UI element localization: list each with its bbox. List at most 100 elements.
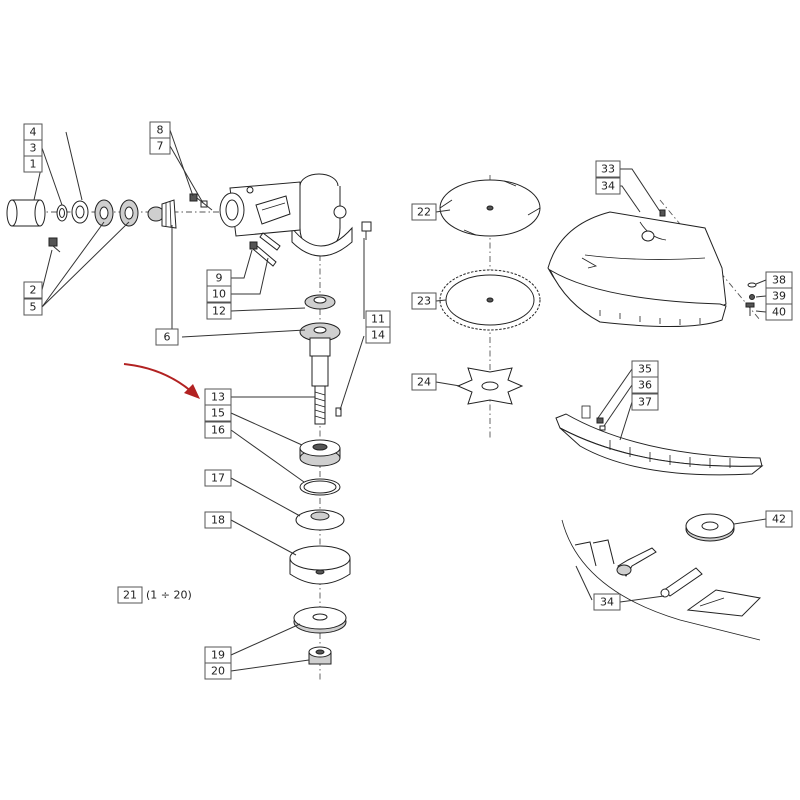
- callout-10: 10: [206, 285, 232, 303]
- callout-14: 14: [365, 326, 391, 344]
- svg-text:10: 10: [212, 288, 226, 301]
- callout-24: 24: [411, 373, 437, 391]
- part-16-circlip: [299, 478, 341, 496]
- parts-38-40-fasteners: [745, 282, 757, 316]
- svg-text:9: 9: [216, 272, 223, 285]
- pointer-arrow: [123, 363, 200, 399]
- part-4-ring: [71, 200, 89, 224]
- part-5-bearing-a: [94, 199, 114, 227]
- part-37-guard-extension: [555, 405, 764, 476]
- svg-text:12: 12: [212, 305, 226, 318]
- callout-17: 17: [204, 469, 232, 487]
- callout-19: 19: [204, 646, 232, 664]
- svg-text:11: 11: [371, 313, 385, 326]
- svg-text:15: 15: [211, 407, 225, 420]
- part-34-tool-kit: [561, 519, 762, 641]
- callout-23: 23: [411, 292, 437, 310]
- callout-6: 6: [155, 328, 179, 346]
- callout-34-guard: 34: [595, 177, 621, 195]
- svg-text:24: 24: [417, 376, 431, 389]
- callout-38: 38: [765, 271, 793, 289]
- leader-lines: [33, 129, 767, 672]
- part-34-blade-guard: [547, 211, 727, 328]
- svg-text:13: 13: [211, 391, 225, 404]
- part-7-8-screws: [189, 193, 213, 211]
- svg-text:38: 38: [772, 274, 786, 287]
- callout-16: 16: [204, 421, 232, 439]
- callout-39: 39: [765, 287, 793, 305]
- part-6-lower-bevel-gear: [299, 322, 341, 342]
- part-15-bearing: [299, 439, 341, 467]
- callout-36: 36: [631, 376, 659, 394]
- svg-text:42: 42: [772, 513, 786, 526]
- svg-text:5: 5: [30, 301, 37, 314]
- part-20-nut: [308, 646, 332, 665]
- svg-text:18: 18: [211, 514, 225, 527]
- svg-text:35: 35: [638, 363, 652, 376]
- callout-1: 1: [23, 155, 43, 173]
- callout-37: 37: [631, 393, 659, 411]
- callout-33: 33: [595, 160, 621, 178]
- svg-text:34: 34: [600, 596, 614, 609]
- parts-35-36-screws: [596, 417, 606, 431]
- part-11-screw: [361, 221, 372, 240]
- part-6-bevel-gear: [147, 199, 177, 229]
- part-42-washer: [685, 513, 735, 542]
- svg-text:16: 16: [211, 424, 225, 437]
- callout-15: 15: [204, 404, 232, 422]
- svg-text:40: 40: [772, 306, 786, 319]
- svg-text:19: 19: [211, 649, 225, 662]
- svg-text:39: 39: [772, 290, 786, 303]
- svg-text:17: 17: [211, 472, 225, 485]
- callout-40: 40: [765, 303, 793, 321]
- svg-text:22: 22: [417, 206, 431, 219]
- callout-5: 5: [23, 298, 43, 316]
- part-14-key: [335, 407, 342, 417]
- part-9-10-bolts: [249, 232, 281, 267]
- svg-text:6: 6: [164, 331, 171, 344]
- svg-text:37: 37: [638, 396, 652, 409]
- gearbox-housing: [219, 173, 353, 257]
- callout-20: 20: [204, 662, 232, 680]
- part-2-screw: [48, 237, 61, 253]
- svg-text:7: 7: [157, 140, 164, 153]
- svg-text:1: 1: [30, 158, 37, 171]
- svg-text:4: 4: [30, 126, 37, 139]
- callout-12: 12: [206, 302, 232, 320]
- callout-22: 22: [411, 203, 437, 221]
- svg-text:14: 14: [371, 329, 385, 342]
- svg-text:21: 21: [123, 589, 137, 602]
- part-24-star-blade: [456, 367, 524, 405]
- part-3-circlip: [56, 204, 68, 222]
- kit-range-note: (1 ÷ 20): [146, 589, 192, 602]
- part-1-sleeve: [6, 199, 46, 227]
- part-17-upper-flange: [295, 509, 345, 531]
- svg-text:23: 23: [417, 295, 431, 308]
- callout-3: 3: [23, 139, 43, 157]
- svg-text:33: 33: [601, 163, 615, 176]
- svg-text:20: 20: [211, 665, 225, 678]
- callout-8: 8: [149, 121, 171, 139]
- svg-text:34: 34: [601, 180, 615, 193]
- callout-9: 9: [206, 269, 232, 287]
- part-22-four-tooth-blade: [439, 179, 541, 237]
- callout-7: 7: [149, 137, 171, 155]
- part-23-saw-blade: [439, 269, 541, 331]
- callout-18: 18: [204, 511, 232, 529]
- part-19-lower-flange: [293, 606, 347, 634]
- part-18-cup: [289, 545, 351, 585]
- svg-text:2: 2: [30, 284, 37, 297]
- callout-4: 4: [23, 123, 43, 141]
- svg-text:8: 8: [157, 124, 164, 137]
- callout-21: 21: [117, 586, 143, 604]
- svg-text:3: 3: [30, 142, 37, 155]
- part-13-shaft: [309, 337, 331, 425]
- callout-11: 11: [365, 310, 391, 328]
- callout-35: 35: [631, 360, 659, 378]
- callout-labels: 4 3 1 2 5 8 7 9 10 12 6 11 14 13 15 16 1…: [23, 121, 793, 680]
- callout-34-tools: 34: [593, 593, 621, 611]
- svg-text:36: 36: [638, 379, 652, 392]
- part-5-bearing-b: [119, 199, 139, 227]
- callout-42: 42: [765, 510, 793, 528]
